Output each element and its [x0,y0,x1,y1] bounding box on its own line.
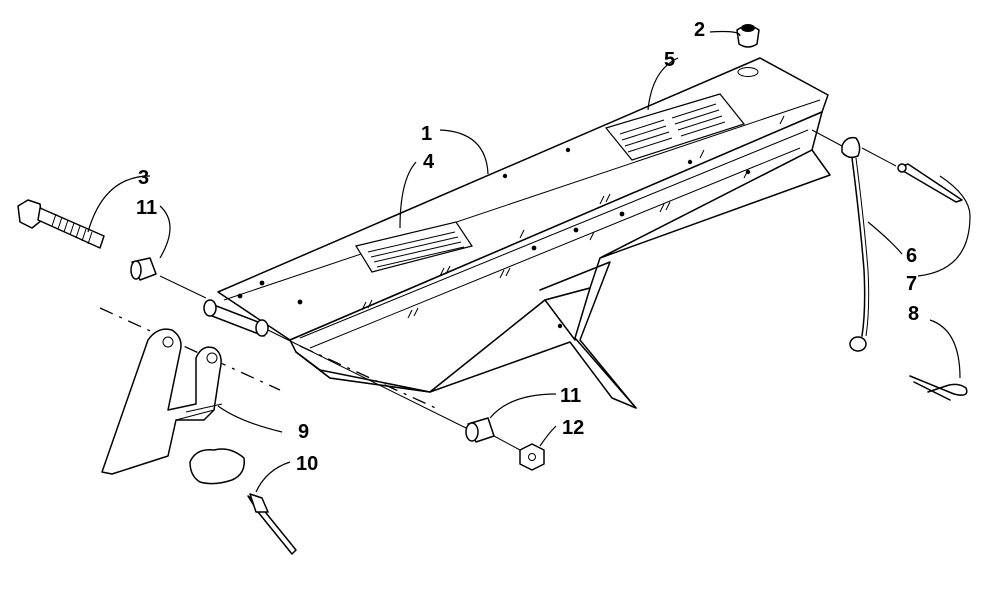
callout-7: 7 [906,273,917,295]
lanyard-part-6 [841,136,870,352]
bolt-part-3 [17,199,105,249]
tether-pin-part-7 [897,163,963,203]
callout-12: 12 [562,417,584,439]
hairpin-clip-part-8 [909,375,968,401]
callout-11-left: 11 [136,197,157,219]
callout-2: 2 [694,19,705,41]
callout-9: 9 [298,421,309,443]
callout-6: 6 [906,245,917,267]
bushing-part-11-right [465,417,495,443]
caution-decal-5 [604,93,746,161]
pivot-tube [203,299,269,337]
callout-8: 8 [908,303,919,325]
callout-10: 10 [296,453,318,475]
callout-1: 1 [421,123,432,145]
callout-3: 3 [138,167,149,189]
leader-lines [87,30,971,493]
bracket-part-9 [101,328,223,475]
clip-part-10 [189,448,297,555]
warning-decal-4 [355,221,473,273]
bushing-part-11-left [130,257,157,281]
chassis-plate [217,57,831,409]
callout-11-right: 11 [560,385,581,407]
nut-part-12 [519,443,545,471]
callout-4: 4 [423,151,435,173]
grommet-part-2 [736,24,760,48]
callout-5: 5 [664,49,675,71]
